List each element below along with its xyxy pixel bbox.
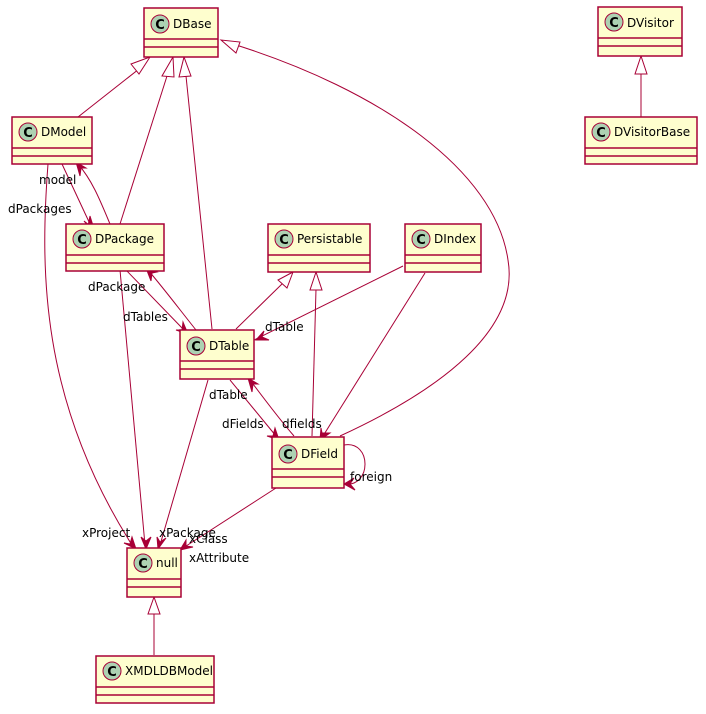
label-dfields-upper: dFields	[222, 417, 264, 431]
inheritance-head-dtable-dbase	[178, 55, 192, 78]
arrow-head-dtable-from-field	[247, 376, 260, 393]
class-stereotype-letter: C	[596, 126, 606, 141]
label-xattribute: xAttribute	[189, 551, 249, 565]
edge-dindex-dtable	[253, 265, 404, 341]
class-null: C null	[126, 547, 182, 598]
class-persistable: C Persistable	[267, 223, 371, 273]
class-dbase: C DBase	[143, 7, 219, 58]
class-icon	[411, 229, 431, 249]
class-icon	[72, 229, 92, 249]
class-stereotype-letter: C	[191, 340, 201, 355]
edge-dpackage-inherits-dbase	[119, 75, 168, 225]
class-stereotype-letter: C	[23, 126, 33, 141]
label-dfields-lower: dfields	[282, 417, 322, 431]
class-icon	[604, 12, 624, 32]
class-name-null: null	[156, 556, 178, 570]
edge-dfield-dtable	[249, 379, 295, 437]
inheritance-head-dvisitorbase-dvisitor	[634, 54, 648, 75]
edge-dmodel-dpackages	[61, 163, 91, 225]
class-dtable: C DTable	[179, 329, 255, 380]
class-stereotype-letter: C	[107, 665, 117, 680]
label-xclass: xClass	[189, 532, 228, 546]
label-xpackage: xPackage	[159, 526, 216, 540]
class-icon	[102, 661, 122, 681]
class-icon	[591, 122, 611, 142]
edge-dpackage-xpackage	[119, 269, 146, 546]
class-icon	[18, 122, 38, 142]
arrow-head-xclass	[156, 536, 167, 551]
class-dfield: C DField	[271, 436, 345, 489]
label-dtables: dTables	[123, 310, 168, 324]
label-dpackages: dPackages	[8, 202, 72, 216]
class-stereotype-letter: C	[155, 18, 165, 33]
label-xproject: xProject	[82, 526, 130, 540]
class-dindex: C DIndex	[404, 223, 482, 273]
edge-dtable-inherits-dbase	[185, 75, 213, 330]
arrow-head-xproject	[123, 535, 137, 550]
edge-dfield-inherits-persistable	[311, 288, 317, 437]
class-icon	[274, 229, 294, 249]
arrow-head-dtable-from-index	[254, 330, 270, 341]
edge-labels: model dPackages dPackage dTables dTable …	[8, 173, 392, 565]
edge-dtable-dpackage	[147, 269, 197, 331]
class-name-persistable: Persistable	[297, 232, 362, 246]
edge-dfield-xattribute	[182, 487, 277, 549]
class-dpackage: C DPackage	[65, 223, 165, 272]
class-stereotype-letter: C	[283, 448, 293, 463]
edge-dfield-foreign	[343, 444, 366, 485]
edge-dindex-dfields	[322, 272, 426, 437]
inheritance-head-dfield-persistable	[309, 270, 323, 291]
class-stereotype-letter: C	[609, 16, 619, 31]
class-dvisitor: C DVisitor	[597, 6, 683, 57]
inheritance-head-dmodel-dbase	[130, 56, 152, 75]
class-dvisitorbase: C DVisitorBase	[584, 116, 698, 165]
class-icon	[133, 553, 153, 573]
class-name-dpackage: DPackage	[95, 232, 154, 246]
arrow-head-foreign	[342, 477, 356, 491]
class-dmodel: C DModel	[11, 116, 93, 165]
class-stereotype-letter: C	[279, 233, 289, 248]
label-dpackage: dPackage	[88, 280, 145, 294]
class-name-xmdldbmodel: XMDLDBModel	[125, 664, 213, 678]
class-name-dindex: DIndex	[434, 232, 476, 246]
inheritance-head-dfield-dbase	[219, 39, 241, 54]
class-stereotype-letter: C	[77, 233, 87, 248]
edge-dtable-dfields	[229, 379, 277, 437]
class-name-dvisitorbase: DVisitorBase	[614, 125, 690, 139]
edge-dpackage-model	[77, 163, 111, 225]
edge-dpackage-dtables	[125, 269, 185, 331]
class-name-dfield: DField	[301, 447, 338, 461]
arrow-head-model	[75, 160, 88, 177]
inheritance-head-dtable-persistable	[277, 270, 294, 289]
label-dtable-from-field: dTable	[209, 388, 248, 402]
label-model: model	[39, 173, 76, 187]
edge-dmodel-inherits-dbase	[77, 68, 140, 118]
class-name-dtable: DTable	[209, 339, 249, 353]
class-name-dmodel: DModel	[41, 125, 86, 139]
edges	[44, 43, 642, 655]
class-xmdldbmodel: C XMDLDBModel	[95, 655, 215, 704]
arrow-head-xattribute	[178, 538, 194, 551]
class-icon	[278, 444, 298, 464]
label-dtable-from-index: dTable	[265, 320, 304, 334]
inheritance-head-dpackage-dbase	[161, 55, 175, 78]
class-name-dbase: DBase	[173, 17, 211, 31]
arrow-head-xpackage	[140, 536, 152, 551]
class-icon	[186, 336, 206, 356]
edge-dtable-xclass	[159, 379, 209, 546]
edge-dtable-inherits-persistable	[235, 282, 284, 330]
class-stereotype-letter: C	[138, 557, 148, 572]
class-icon	[150, 14, 170, 34]
class-stereotype-letter: C	[416, 233, 426, 248]
edge-dfield-inherits-dbase	[232, 43, 510, 437]
label-foreign: foreign	[350, 470, 392, 484]
class-name-dvisitor: DVisitor	[627, 16, 674, 30]
inheritance-head-xmdldbmodel-null	[147, 595, 161, 615]
edge-dmodel-xproject	[44, 163, 133, 546]
